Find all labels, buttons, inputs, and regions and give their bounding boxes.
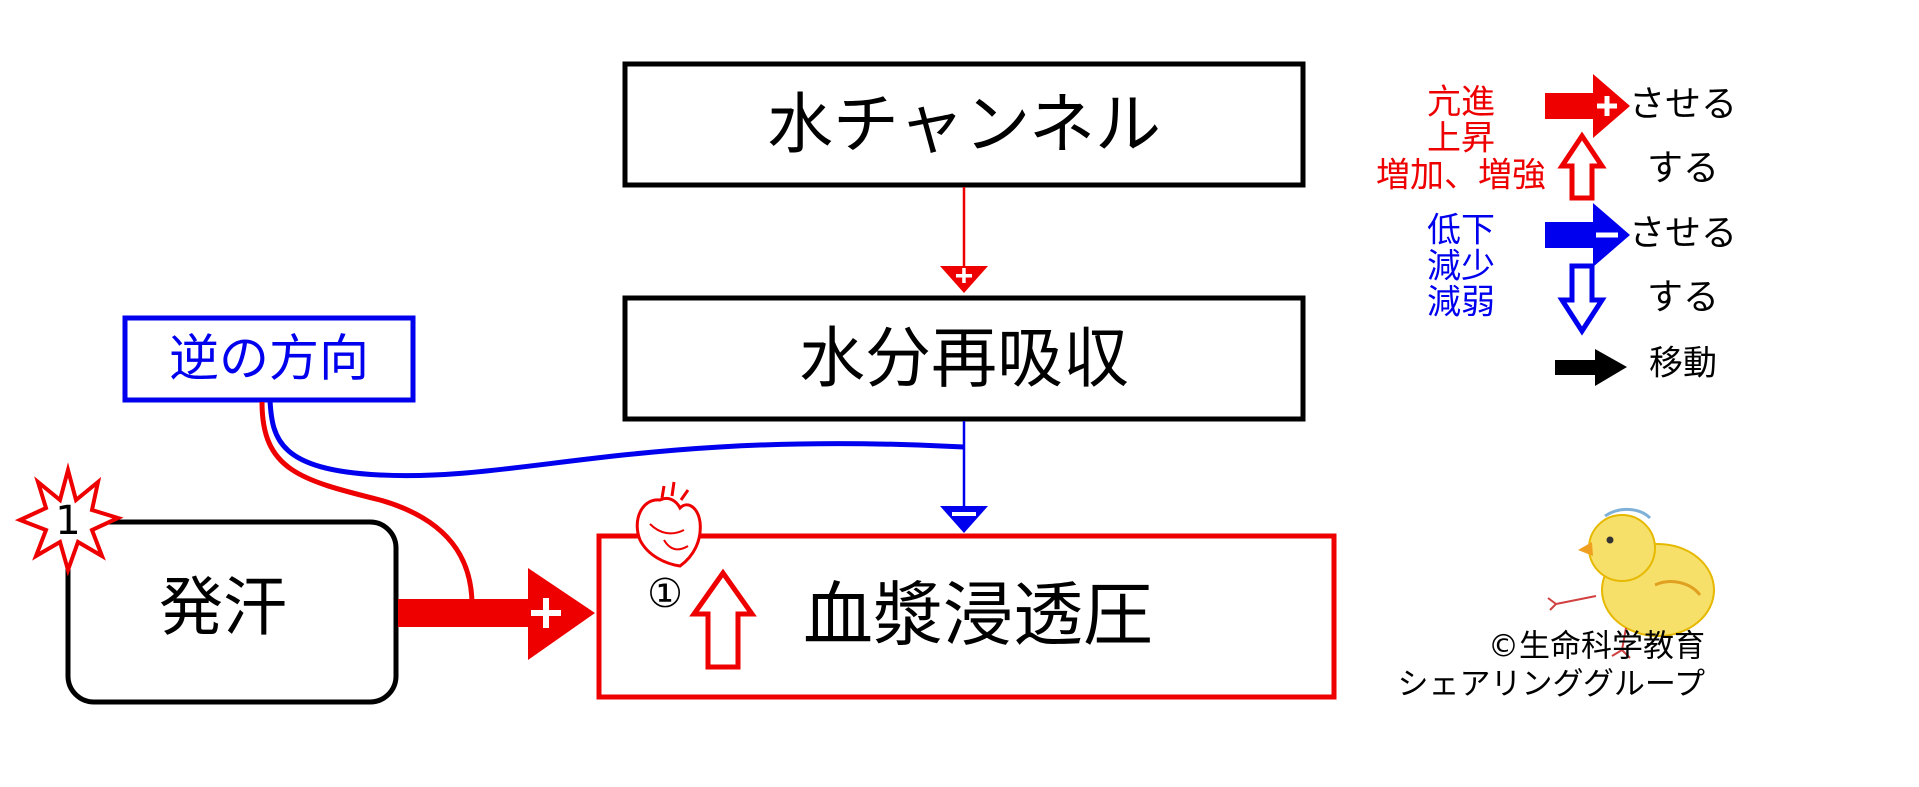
node-water-channel: 水チャンネル	[622, 61, 1306, 188]
legend-promote-increase-label: させる	[1629, 84, 1737, 125]
legend-promote-decrease-arrow-icon	[1545, 203, 1630, 267]
node-reverse-direction: 逆の方向	[122, 315, 416, 403]
legend-increase-arrow-icon	[1557, 131, 1607, 201]
legend-promote-increase-arrow-icon	[1545, 74, 1630, 138]
legend-promote-decrease-label: させる	[1629, 213, 1737, 254]
legend-self-decrease-label: する	[1647, 277, 1719, 318]
plus-sign-v	[543, 598, 549, 628]
reverse-connector-red	[259, 401, 475, 606]
promote-arrow-sweating-to-plasma	[398, 568, 595, 660]
node-plasma-label: 血漿浸透圧	[803, 574, 1153, 656]
legend-decrease-line-2: 減少	[1427, 247, 1495, 287]
legend-increase-line-3: 増加、増強	[1376, 156, 1546, 196]
badge-number: 1	[55, 498, 80, 544]
node-reverse-direction-label: 逆の方向	[169, 330, 369, 388]
legend-increase-line-1: 亢進	[1427, 83, 1495, 123]
plus-sign-v	[962, 268, 966, 283]
legend: 亢進 上昇 増加、増強 させる する 低下 減少 減弱 させる する	[1376, 74, 1737, 386]
reverse-connector-blue	[267, 399, 965, 479]
legend-move-arrow-icon	[1555, 349, 1627, 386]
legend-move-label: 移動	[1649, 344, 1717, 384]
node-water-channel-label: 水チャンネル	[767, 86, 1161, 163]
increase-arrow-icon	[689, 568, 757, 670]
node-sweating-label: 発汗	[159, 572, 287, 646]
node-water-reabsorption: 水分再吸収	[622, 295, 1306, 422]
legend-decrease-line-1: 低下	[1427, 211, 1495, 251]
minus-sign	[952, 512, 976, 516]
legend-decrease-line-3: 減弱	[1427, 283, 1495, 323]
node-water-reabsorption-label: 水分再吸収	[799, 320, 1129, 397]
legend-increase-line-2: 上昇	[1427, 119, 1495, 159]
node-plasma-osmotic-pressure: 血漿浸透圧	[596, 533, 1337, 700]
legend-self-increase-label: する	[1647, 148, 1719, 189]
credit-line-1: ©生命科学教育	[1488, 629, 1705, 665]
decrease-arrow-reabsorption-to-plasma	[940, 421, 988, 533]
credit-line-2: シェアリンググループ	[1397, 667, 1705, 703]
heart-icon	[635, 481, 702, 568]
node-sweating: 発汗	[65, 519, 399, 705]
legend-decrease-arrow-icon	[1557, 263, 1607, 336]
promote-arrow-channel-to-reabsorption	[940, 187, 988, 293]
chick-mascot-icon	[1547, 508, 1715, 659]
circled-number: ①	[647, 571, 683, 617]
badge-starburst-icon: 1	[14, 462, 124, 577]
